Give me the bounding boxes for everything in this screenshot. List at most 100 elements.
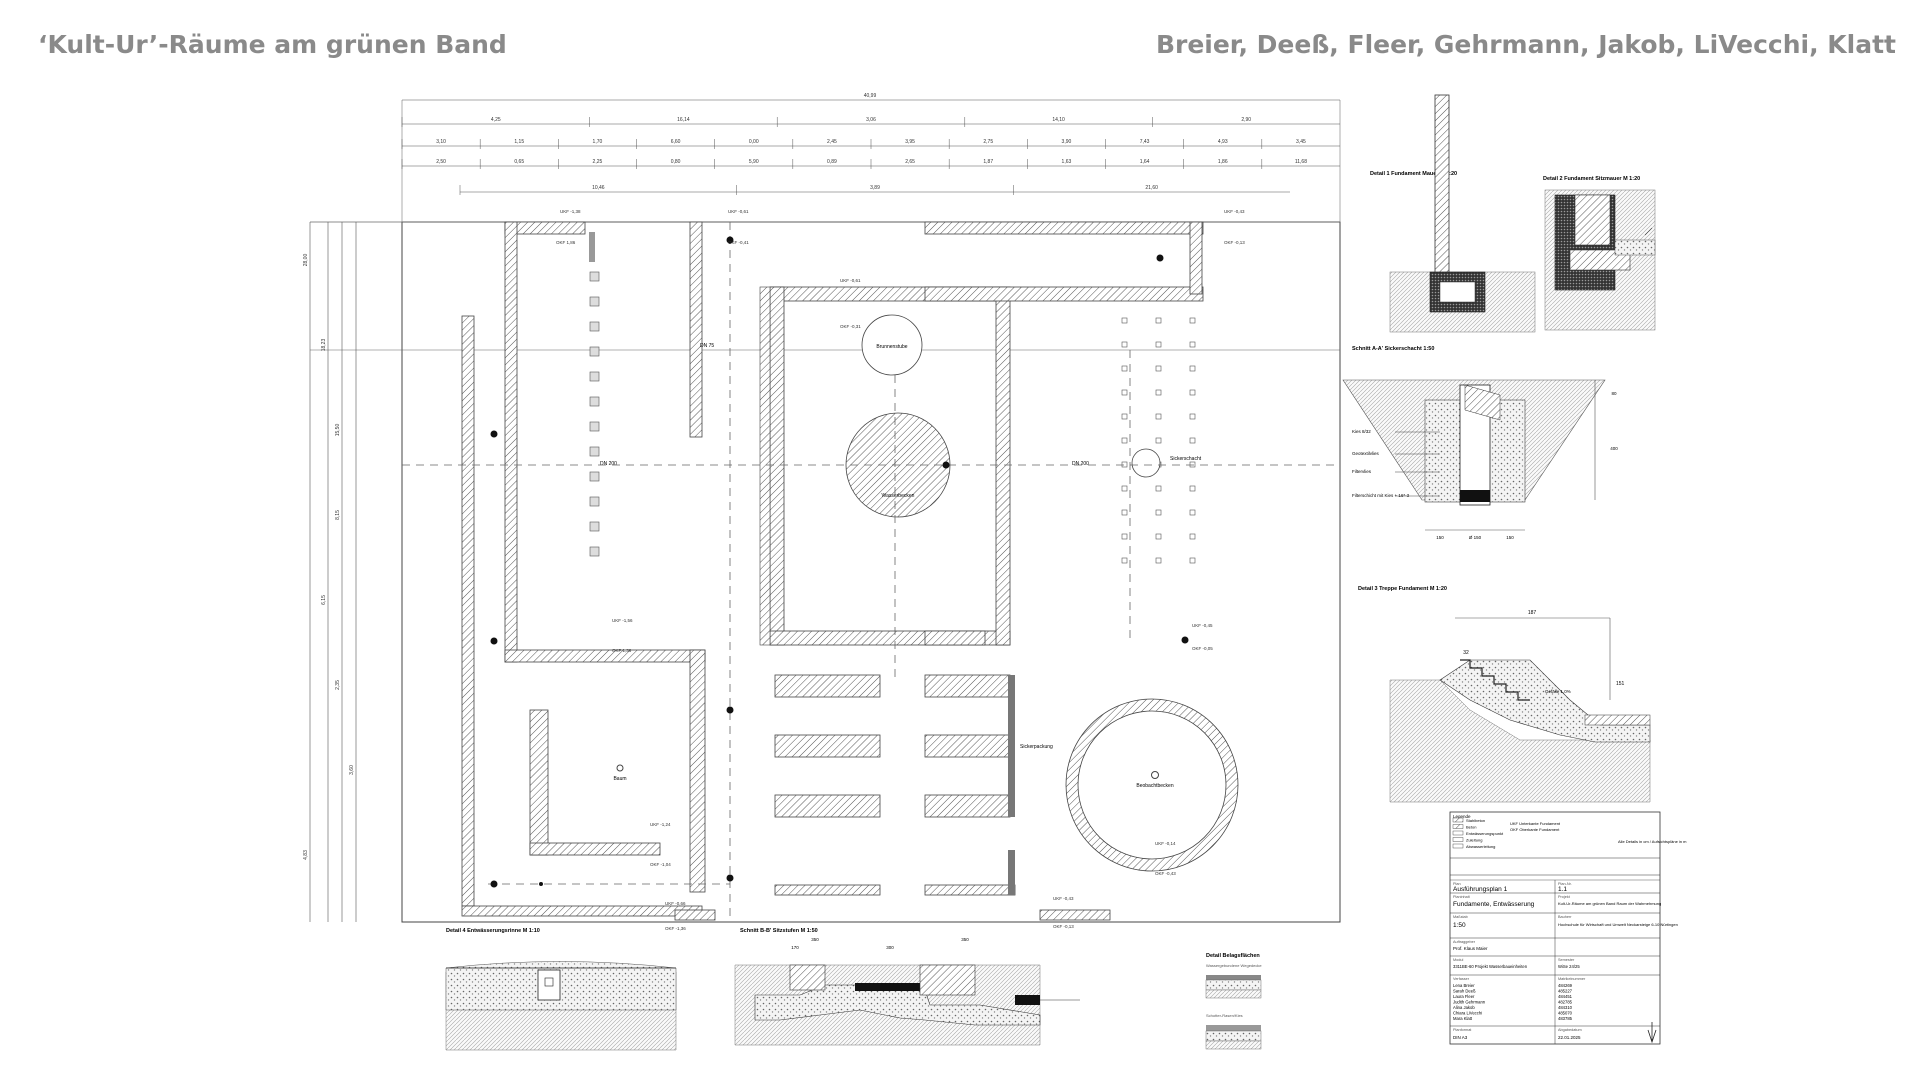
author-matr: 482785: [1558, 1000, 1573, 1005]
detail-1: Detail 1 Fundament Mauer M 1:20: [1370, 94, 1536, 333]
svg-text:32: 32: [1463, 650, 1469, 656]
dim-label: 7,43: [1140, 139, 1150, 145]
level-annotation: OKF -0,41: [728, 240, 749, 245]
author-matr: 483785: [1558, 1016, 1573, 1021]
sickerschacht: [1131, 448, 1161, 478]
dim-label: 2,25: [593, 159, 603, 165]
grid-post: [1189, 509, 1196, 516]
svg-text:Auftraggeber: Auftraggeber: [1453, 940, 1476, 944]
svg-text:Modul: Modul: [1453, 958, 1463, 962]
dim-label: 16,14: [677, 117, 690, 123]
grid-post: [1155, 557, 1162, 564]
label-sickerschacht: Sickerschacht: [1170, 456, 1202, 462]
author-name: Laura Fleer: [1453, 994, 1475, 999]
author-name: Alina Jakob: [1453, 1005, 1475, 1010]
grid-post: [1189, 389, 1196, 396]
level-annotation: OKF -1,36: [665, 926, 686, 931]
author-name: Mara Klatt: [1453, 1016, 1473, 1021]
svg-text:Gefälle 1,0%: Gefälle 1,0%: [1545, 689, 1571, 694]
author-name: Lena Breier: [1453, 983, 1475, 988]
bb-dim: 300: [886, 945, 894, 950]
dim-label: 2,50: [436, 159, 446, 165]
grid-post: [1155, 485, 1162, 492]
post: [589, 521, 600, 532]
svg-text:Wassergebundene Wegedecke: Wassergebundene Wegedecke: [1206, 963, 1262, 968]
dim-label: 2,90: [1241, 117, 1251, 123]
dim-label: 14,10: [1052, 117, 1065, 123]
level-annotation: OKF 1,36: [612, 648, 632, 653]
level-annotation: OKF -0,43: [1155, 871, 1176, 876]
dim-label-left: 15,50: [335, 424, 341, 437]
dim-label: 3,95: [905, 139, 915, 145]
aa-label: Kies 8/32: [1352, 429, 1371, 434]
post: [589, 321, 600, 332]
grid-post: [1155, 365, 1162, 372]
grid-post: [1155, 509, 1162, 516]
dim-label-left: 3,60: [349, 765, 355, 775]
title-block: Legende StahlbetonBetonEntwässerungspunk…: [1449, 811, 1687, 1045]
level-annotation: OKF -0,13: [1224, 240, 1245, 245]
author-matr: 484451: [1558, 994, 1573, 999]
grid-post: [1189, 437, 1196, 444]
level-annotation: UKF -0,45: [1192, 623, 1213, 628]
author-matr: 485227: [1558, 989, 1573, 994]
dim-label: 0,00: [749, 139, 759, 145]
aa-dim: Ø 150: [1469, 535, 1482, 540]
post: [589, 296, 600, 307]
post: [589, 396, 600, 407]
level-annotation: UKF -0,61: [728, 209, 749, 214]
svg-text:Matrikelnummer: Matrikelnummer: [1558, 977, 1586, 981]
svg-text:187: 187: [1528, 610, 1537, 616]
dim-label: 3,89: [870, 185, 880, 191]
dim-total: 40,99: [864, 93, 877, 99]
svg-text:Detail Belagsflächen: Detail Belagsflächen: [1206, 953, 1260, 959]
dim-label: 21,60: [1145, 185, 1158, 191]
dim-label-left: 8,15: [335, 510, 341, 520]
grid-post: [1155, 317, 1162, 324]
dim-label: 3,45: [1296, 139, 1306, 145]
dim-label: 11,68: [1295, 159, 1307, 165]
level-annotation: UKF -0,61: [840, 278, 861, 283]
aa-dim: 80: [1611, 391, 1617, 396]
svg-text:OKF Oberkante Fundament: OKF Oberkante Fundament: [1510, 827, 1560, 832]
author-name: Judith Gehrmann: [1453, 1000, 1486, 1005]
grid-post: [1121, 413, 1128, 420]
dim-label: 1,70: [593, 139, 603, 145]
grid-post: [1155, 533, 1162, 540]
svg-text:1:50: 1:50: [1453, 922, 1466, 929]
svg-text:Detail 2 Fundament Sitzmauer M: Detail 2 Fundament Sitzmauer M 1:20: [1543, 176, 1640, 182]
grid-post: [1121, 509, 1128, 516]
svg-text:Legende: Legende: [1453, 814, 1471, 819]
author-matr: 484269: [1558, 983, 1573, 988]
svg-text:Kult-Ur-Räume am grünen Band R: Kult-Ur-Räume am grünen Band Raum der Wa…: [1558, 901, 1661, 906]
label-sickerpackung: Sickerpackung: [1020, 744, 1053, 750]
level-annotation: OKF -0,13: [1053, 924, 1074, 929]
svg-text:DIN A3: DIN A3: [1453, 1035, 1468, 1040]
svg-text:Fundamente, Entwässerung: Fundamente, Entwässerung: [1453, 901, 1535, 908]
post: [589, 371, 600, 382]
dim-label-left: 28,00: [303, 254, 309, 267]
level-annotation: OKF -0,31: [840, 324, 861, 329]
svg-text:1.1: 1.1: [1558, 886, 1567, 893]
dim-label: 0,65: [514, 159, 524, 165]
dim-label: 1,64: [1140, 159, 1150, 165]
grid-post: [1121, 317, 1128, 324]
grid-post: [1189, 341, 1196, 348]
level-annotation: OKF 1,86: [556, 240, 576, 245]
svg-text:Hochschule für Wirtschaft und: Hochschule für Wirtschaft und Umwelt Nec…: [1558, 922, 1678, 927]
grid-post: [1121, 365, 1128, 372]
aa-dim: 150: [1436, 535, 1444, 540]
level-annotation: UKF -1,56: [612, 618, 633, 623]
legend-item: Stahlbeton: [1466, 818, 1485, 823]
grid-post: [1189, 557, 1196, 564]
bb-dim: 350: [961, 937, 969, 942]
detail-2: Detail 2 Fundament Sitzmauer M 1:20: [1543, 176, 1656, 331]
author-matr: 485070: [1558, 1011, 1573, 1016]
grid-post: [1121, 461, 1128, 468]
svg-text:Maßstab: Maßstab: [1453, 915, 1468, 919]
svg-text:Schotter-Rasen/Kies: Schotter-Rasen/Kies: [1206, 1013, 1243, 1018]
svg-text:Detail 3 Treppe Fundament M 1:: Detail 3 Treppe Fundament M 1:20: [1358, 586, 1447, 592]
dim-label: 3,90: [1062, 139, 1072, 145]
